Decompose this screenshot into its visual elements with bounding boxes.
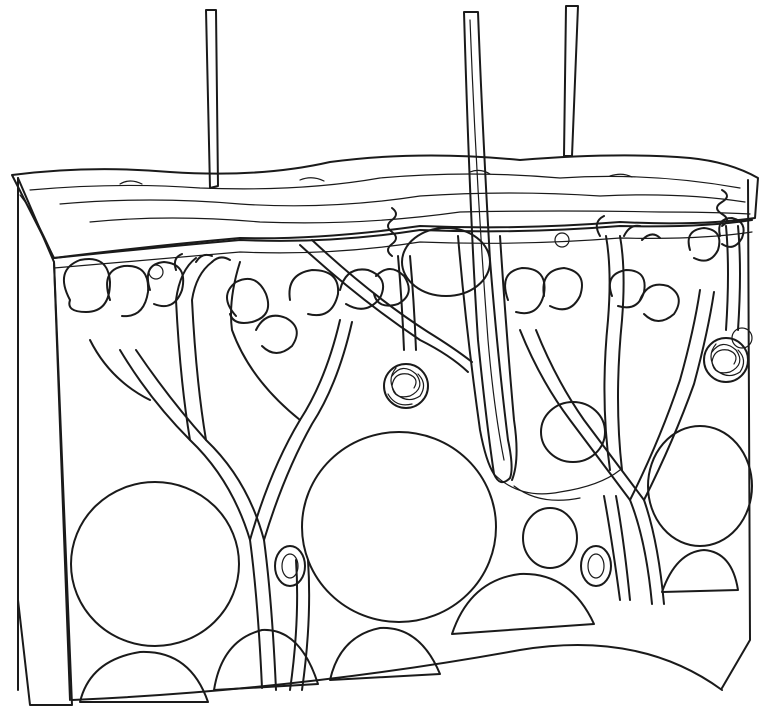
sensory-receptors (149, 233, 611, 586)
blood-vessels (64, 216, 744, 690)
fat-lobules (71, 228, 752, 702)
tissue-block (18, 178, 750, 705)
vessel-tree-left (64, 254, 409, 690)
epidermis (12, 155, 758, 268)
